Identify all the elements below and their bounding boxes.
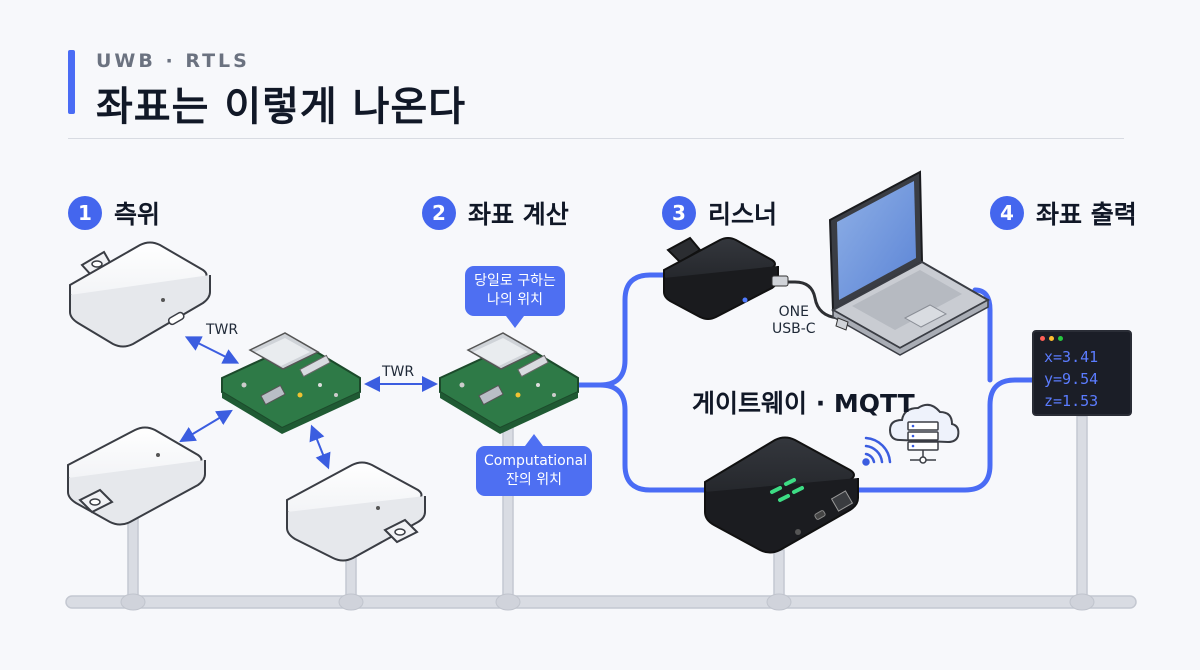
header-kicker: UWB · RTLS bbox=[96, 50, 250, 72]
output-z: z=1.53 bbox=[1044, 392, 1099, 410]
page-title: 좌표는 이렇게 나온다 bbox=[96, 84, 467, 130]
twr-label-a: TWR bbox=[206, 322, 239, 338]
step-4: 4 좌표 출력 bbox=[990, 196, 1137, 230]
cloud-server-icon bbox=[888, 403, 960, 464]
callout-self-position: 당일로 구하는 나의 위치 bbox=[465, 266, 565, 328]
wifi-signal-icon bbox=[862, 436, 892, 466]
step-4-number: 4 bbox=[990, 196, 1024, 230]
blue-connectors bbox=[567, 272, 1037, 493]
callout-computed-position-line-1: Computational bbox=[484, 453, 588, 469]
step-2: 2 좌표 계산 bbox=[422, 196, 569, 230]
step-1: 1 측위 bbox=[68, 196, 160, 230]
step-3-number: 3 bbox=[662, 196, 696, 230]
output-x: x=3.41 bbox=[1044, 348, 1099, 366]
step-2-label: 좌표 계산 bbox=[468, 200, 569, 229]
step-1-number: 1 bbox=[68, 196, 102, 230]
usb-label-line-1: ONE bbox=[778, 304, 809, 320]
uwb-anchor-3 bbox=[286, 461, 426, 562]
uwb-anchor-2 bbox=[67, 426, 206, 526]
uwb-tag-board-1 bbox=[221, 332, 361, 434]
step-4-label: 좌표 출력 bbox=[1036, 200, 1137, 229]
double-arrow-icon bbox=[179, 336, 438, 470]
step-1-label: 측위 bbox=[114, 200, 161, 229]
header-divider bbox=[68, 138, 1124, 139]
terminal-window-dots bbox=[1040, 336, 1063, 341]
gateway-device bbox=[704, 436, 859, 554]
callout-computed-position-line-2: 잔의 위치 bbox=[506, 472, 562, 488]
laptop-icon bbox=[828, 170, 991, 356]
step-2-number: 2 bbox=[422, 196, 456, 230]
terminal-dot-green bbox=[1058, 336, 1063, 341]
pipe-bus bbox=[65, 415, 1137, 611]
uwb-anchor-1 bbox=[69, 241, 211, 348]
listener-device bbox=[663, 236, 839, 320]
step-3-label: 리스너 bbox=[708, 200, 778, 229]
twr-label-b: TWR bbox=[382, 364, 415, 380]
output-y: y=9.54 bbox=[1044, 370, 1099, 388]
uwb-tag-board-2 bbox=[439, 332, 579, 434]
gateway-label: 게이트웨이 · MQTT bbox=[692, 389, 915, 418]
callout-self-position-line-1: 당일로 구하는 bbox=[474, 273, 556, 289]
usb-label-line-2: USB-C bbox=[772, 321, 816, 337]
callout-self-position-line-2: 나의 위치 bbox=[487, 292, 543, 308]
terminal-dot-red bbox=[1040, 336, 1045, 341]
header-accent-bar bbox=[68, 50, 75, 114]
terminal-icon: x=3.41 y=9.54 z=1.53 bbox=[1032, 330, 1132, 416]
step-3: 3 리스너 bbox=[662, 196, 777, 230]
terminal-dot-yellow bbox=[1049, 336, 1054, 341]
callout-computed-position: Computational 잔의 위치 bbox=[476, 434, 592, 496]
usb-label: ONE USB-C bbox=[772, 304, 816, 338]
